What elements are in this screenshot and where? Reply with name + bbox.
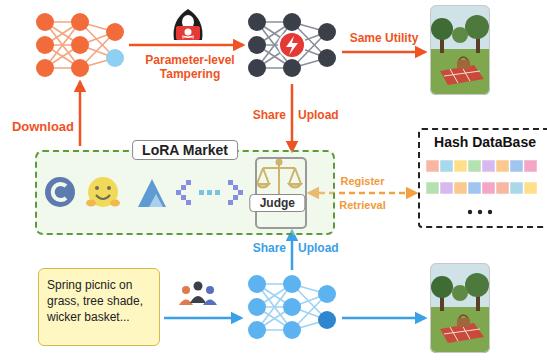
ellipsis-dot bbox=[468, 210, 472, 214]
node-text: LoRA Market bbox=[132, 140, 238, 160]
flow-label: Parameter-level Tampering bbox=[138, 53, 242, 82]
generated-image bbox=[430, 5, 490, 95]
prompt-box: Spring picnic on grass, tree shade, wick… bbox=[38, 268, 160, 346]
flow-label: Download bbox=[4, 119, 74, 135]
flow-label: Upload bbox=[298, 108, 358, 122]
flow-label: Share bbox=[238, 241, 286, 255]
ellipsis-dot bbox=[488, 210, 492, 214]
node-text: Spring picnic on grass, tree shade, wick… bbox=[47, 277, 151, 326]
attacker-icon bbox=[174, 9, 203, 40]
node-text: Hash DataBase bbox=[420, 134, 547, 150]
hash-cell bbox=[510, 160, 523, 172]
flow-label: Same Utility bbox=[344, 31, 424, 45]
users-icon bbox=[179, 282, 217, 306]
benign-network bbox=[248, 275, 336, 339]
node-text: Judge bbox=[250, 194, 305, 212]
hash-cell bbox=[426, 182, 439, 194]
hash-cell bbox=[496, 182, 509, 194]
ellipsis-dot bbox=[478, 210, 482, 214]
hash-cell bbox=[524, 182, 537, 194]
hash-cell bbox=[524, 160, 537, 172]
generated-image bbox=[430, 263, 490, 353]
hash-cell bbox=[496, 160, 509, 172]
hash-cell bbox=[482, 160, 495, 172]
hash-cell bbox=[440, 160, 453, 172]
flow-label: Upload bbox=[298, 241, 358, 255]
judge-box: Judge bbox=[255, 157, 307, 229]
hash-cell bbox=[468, 160, 481, 172]
hash-cell bbox=[426, 160, 439, 172]
market-panel: LoRA MarketJudge bbox=[35, 150, 335, 235]
lora-network bbox=[36, 13, 124, 77]
flow-label: Share bbox=[238, 108, 286, 122]
hash-cell bbox=[454, 160, 467, 172]
hash-cell bbox=[440, 182, 453, 194]
hash-cell bbox=[454, 182, 467, 194]
hash-database: Hash DataBase bbox=[418, 128, 547, 228]
hash-cell bbox=[482, 182, 495, 194]
hash-cell bbox=[468, 182, 481, 194]
hash-cell bbox=[510, 182, 523, 194]
edge-label: Register Retrieval bbox=[334, 169, 392, 217]
tampered-network bbox=[248, 13, 336, 77]
hash-cells bbox=[426, 160, 537, 214]
